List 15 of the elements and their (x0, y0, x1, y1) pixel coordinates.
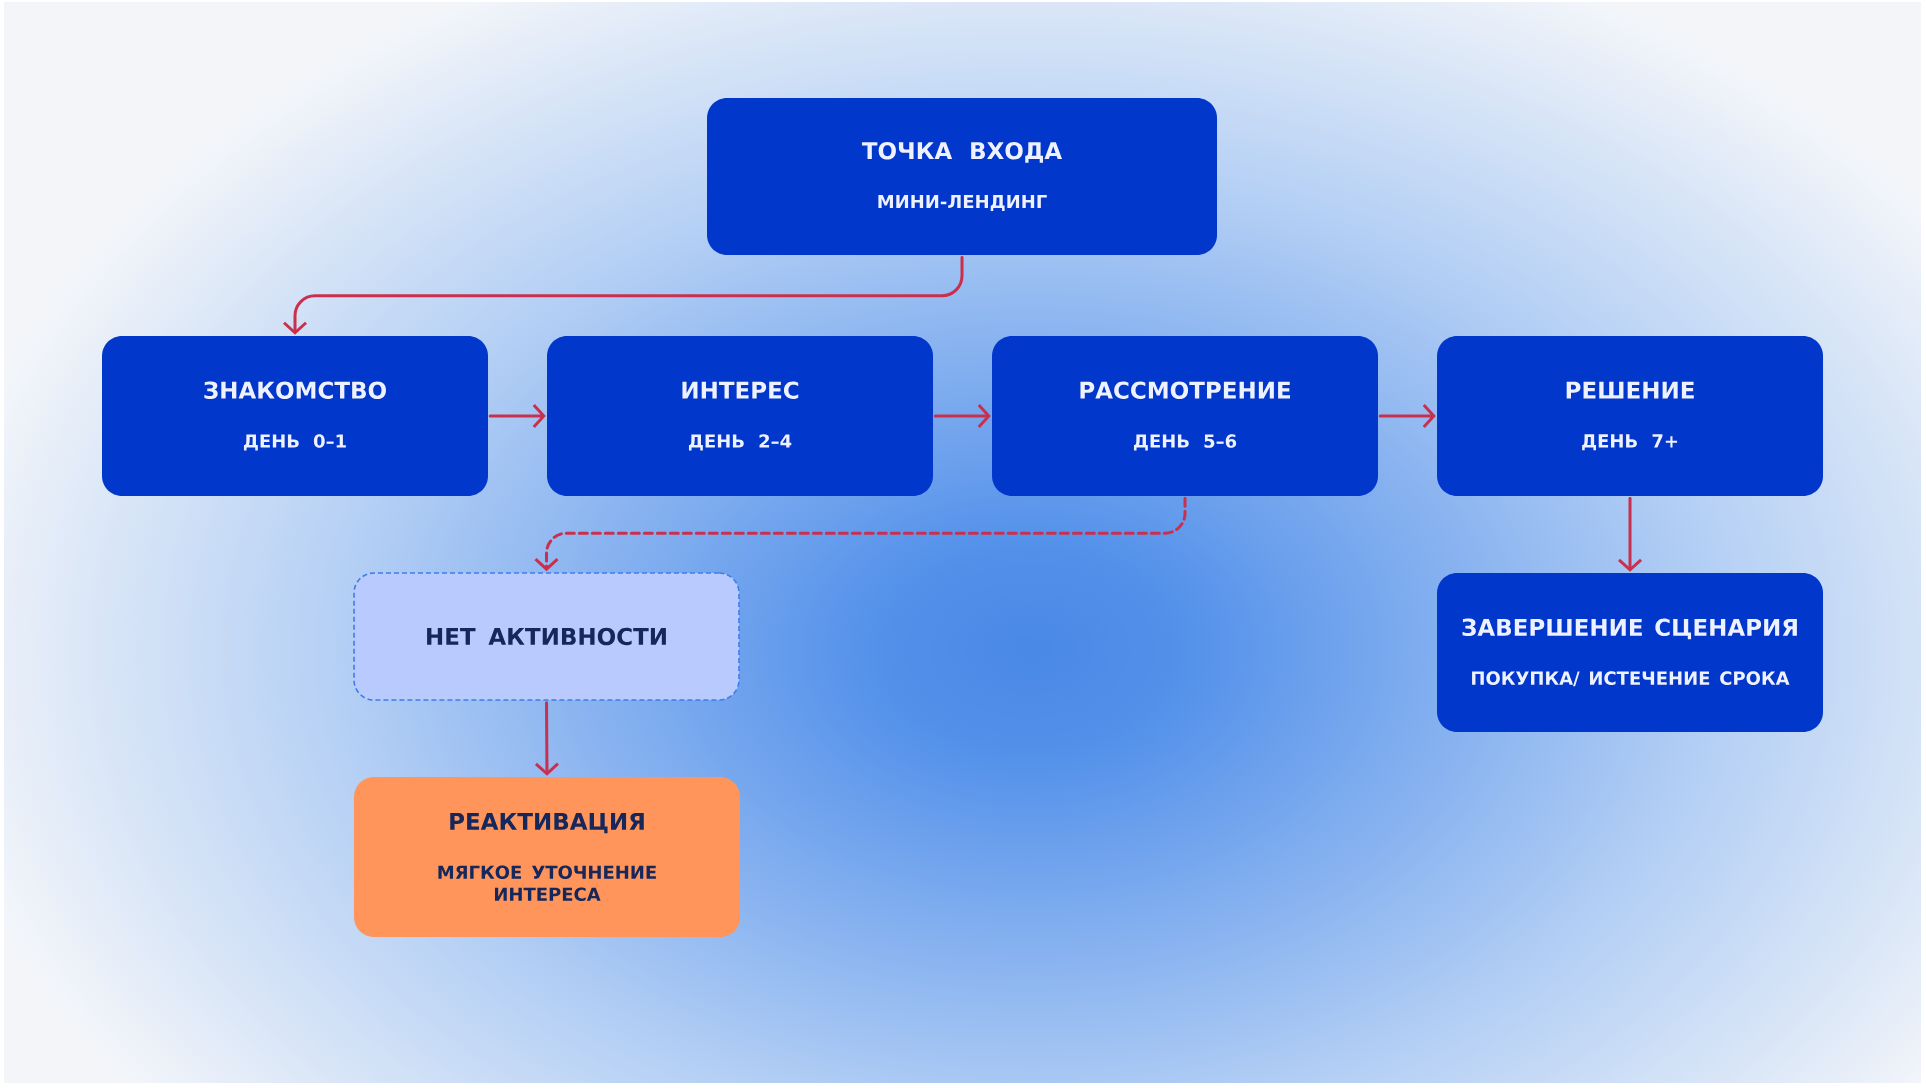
arrow (488, 404, 546, 428)
arrow (933, 404, 991, 428)
arrow (283, 255, 964, 335)
process-box: ЗНАКОМСТВО ДЕНЬ 0–1 (102, 336, 488, 496)
process-box: ЗАВЕРШЕНИЕ СЦЕНАРИЯ ПОКУПКА/ ИСТЕЧЕНИЕ СРОКА (1437, 573, 1823, 732)
process-box: РАССМОТРЕНИЕ ДЕНЬ 5–6 (992, 336, 1378, 496)
process-box: ИНТЕРЕС ДЕНЬ 2–4 (547, 336, 933, 496)
arrow (1618, 496, 1643, 572)
process-box: ТОЧКА ВХОДА МИНИ-ЛЕНДИНГ (707, 98, 1217, 255)
arrow (1378, 404, 1436, 428)
process-box: РЕАКТИВАЦИЯ МЯГКОЕ УТОЧНЕНИЕ ИНТЕРЕСА (354, 777, 740, 937)
process-box: РЕШЕНИЕ ДЕНЬ 7+ (1437, 336, 1823, 496)
dashed-arrow (534, 496, 1187, 572)
arrow (534, 701, 559, 776)
dashed-box: НЕТ АКТИВНОСТИ (353, 572, 740, 701)
